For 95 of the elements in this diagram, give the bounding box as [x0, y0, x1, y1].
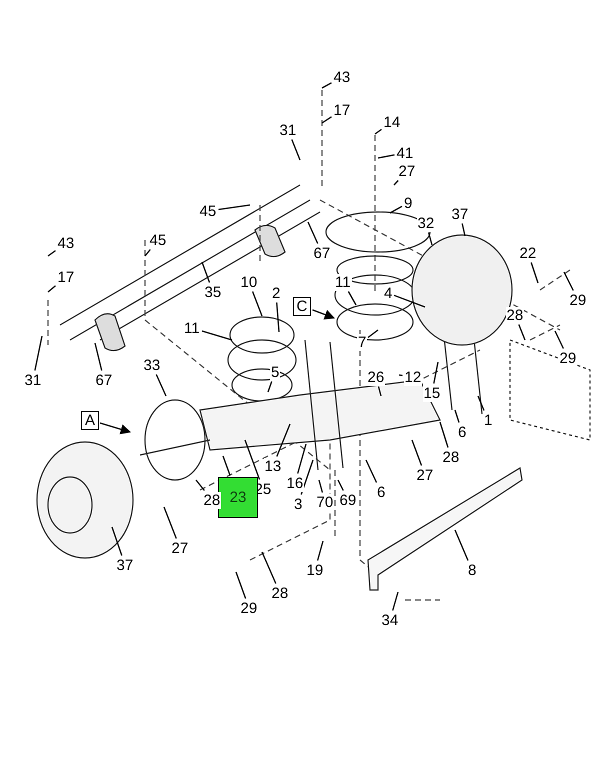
leader-line: [48, 250, 56, 257]
callout-number: 35: [204, 284, 222, 300]
callout-number: 43: [56, 234, 76, 252]
callout-number: 31: [278, 122, 298, 138]
leader-line: [291, 139, 301, 160]
leader-line: [318, 480, 324, 493]
callout-number: 10: [240, 274, 258, 290]
callout-number: 67: [94, 372, 114, 388]
leader-line: [316, 540, 324, 561]
callout-number: 31: [24, 372, 42, 388]
leader-line: [454, 530, 469, 561]
leader-line: [252, 291, 263, 316]
callout-number: 32: [416, 214, 436, 232]
view-letter: C: [292, 296, 312, 316]
leader-line: [554, 330, 564, 349]
leader-line: [111, 526, 122, 556]
leader-line: [261, 552, 276, 584]
leader-line: [322, 116, 332, 124]
callout-number: 37: [116, 556, 134, 574]
leader-line: [218, 204, 250, 210]
leader-line: [563, 272, 574, 291]
callout-number: 70: [316, 494, 334, 510]
callout-number: 6: [457, 424, 468, 440]
view-letter: A: [81, 410, 100, 430]
callout-number: 69: [338, 492, 358, 508]
leader-line: [244, 440, 260, 480]
leader-line: [411, 440, 422, 466]
callout-number: 23: [218, 476, 258, 518]
leader-line: [374, 128, 382, 135]
leader-line: [202, 330, 232, 341]
leader-line: [267, 381, 272, 392]
callout-number: 28: [442, 448, 460, 466]
leader-line: [378, 386, 382, 396]
leader-line: [368, 329, 378, 338]
leader-line: [297, 444, 307, 474]
leader-line: [322, 82, 332, 89]
callout-number: 28: [270, 584, 290, 602]
leader-line: [392, 592, 399, 611]
leader-line: [235, 572, 246, 599]
callout-number: 28: [506, 306, 524, 324]
callout-number: 13: [264, 458, 282, 474]
leader-line: [398, 374, 403, 376]
callout-number: 8: [467, 562, 478, 578]
leader-line: [300, 460, 314, 495]
leader-line: [34, 336, 43, 371]
leader-line: [394, 294, 426, 308]
callout-number: 16: [286, 474, 304, 492]
callout-number: 29: [568, 292, 588, 308]
leader-line: [390, 206, 402, 214]
callout-number: 29: [558, 350, 578, 366]
callout-number: 33: [142, 356, 162, 374]
callout-number: 28: [202, 492, 222, 508]
callout-number: 34: [380, 612, 400, 628]
callout-number: 67: [312, 244, 332, 262]
leader-line: [144, 249, 151, 256]
leader-line: [518, 324, 526, 340]
leader-line: [196, 480, 205, 491]
leader-line: [276, 302, 280, 332]
callout-number: 5: [270, 364, 280, 380]
callout-number: 26: [366, 368, 386, 386]
leader-line: [222, 456, 231, 476]
leader-line: [530, 262, 539, 284]
leader-line: [337, 480, 344, 491]
arrow: [312, 309, 335, 320]
callout-number: 7: [357, 334, 368, 350]
leader-line: [48, 285, 56, 292]
leader-line: [348, 291, 357, 306]
callout-number: 37: [450, 206, 470, 222]
leader-line: [201, 262, 210, 283]
leader-line: [156, 374, 167, 396]
leader-line: [94, 342, 102, 371]
callout-number: 29: [240, 600, 258, 616]
arrow: [100, 422, 131, 434]
leader-line: [276, 424, 291, 457]
callout-number: 45: [198, 202, 218, 220]
callout-number: 12: [404, 368, 422, 386]
leader-line: [378, 154, 395, 159]
callout-number: 6: [376, 484, 386, 500]
callout-number: 9: [403, 194, 414, 212]
leader-line: [462, 223, 466, 236]
leader-line: [428, 232, 433, 246]
leader-line: [365, 460, 378, 483]
leader-line: [477, 396, 485, 411]
leader-line: [394, 180, 399, 186]
callout-number: 43: [332, 68, 352, 86]
callout-number: 15: [422, 384, 442, 402]
callout-number: 45: [148, 232, 168, 248]
leader-line: [163, 506, 177, 539]
callout-number: 3: [293, 496, 304, 512]
callout-number: 11: [334, 274, 352, 290]
leader-line: [433, 362, 439, 384]
leader-line: [439, 422, 449, 448]
leader-line: [307, 222, 318, 244]
callout-number: 19: [306, 562, 324, 578]
leader-line: [454, 410, 460, 423]
